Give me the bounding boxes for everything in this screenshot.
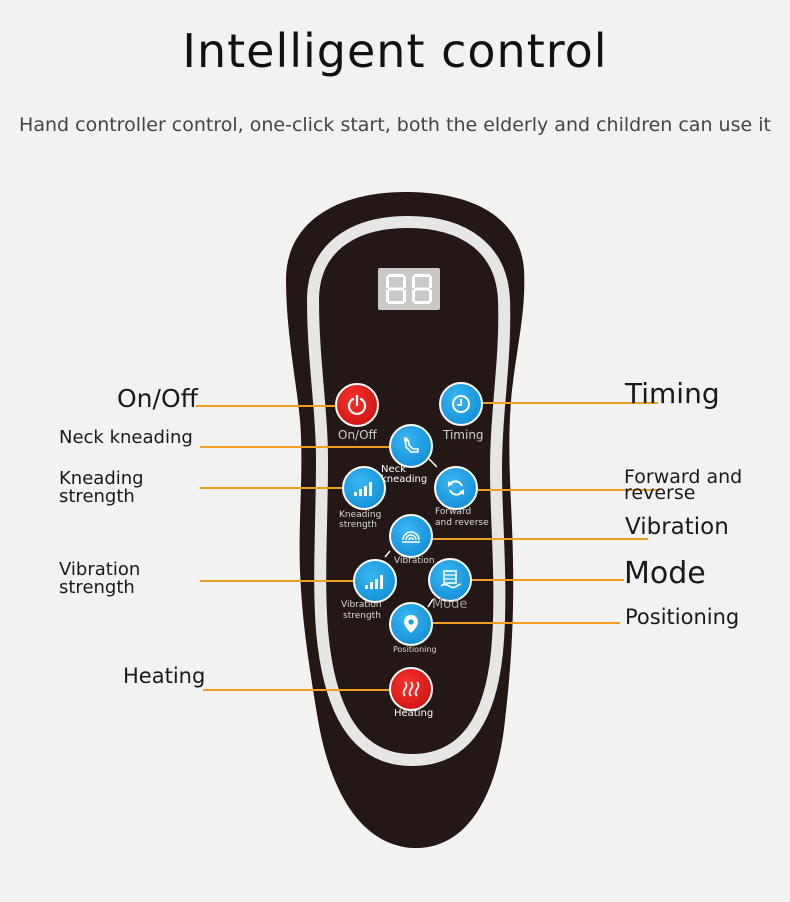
vibration-waves-icon — [402, 531, 420, 543]
callout-timing: Timing — [625, 377, 720, 410]
neck-kneading-button[interactable] — [389, 424, 433, 468]
seven-segment-digits-icon — [386, 274, 432, 304]
forward-reverse-label-2: and reverse — [435, 518, 489, 528]
on-off-button-label: On/Off — [338, 428, 377, 442]
timing-button-label: Timing — [443, 428, 484, 442]
callout-positioning: Positioning — [625, 605, 740, 629]
callout-neck-kneading: Neck kneading — [59, 427, 193, 448]
mode-button-label: Mode — [432, 597, 468, 612]
mode-icon — [440, 570, 461, 589]
page-subtitle: Hand controller control, one-click start… — [19, 114, 771, 136]
callout-heating: Heating — [123, 664, 206, 688]
vibration-strength-label-2: strength — [343, 611, 381, 621]
mode-button[interactable] — [428, 558, 472, 602]
clock-icon — [452, 395, 470, 413]
callout-forward-reverse-1: Forward and — [624, 466, 743, 488]
led-display — [378, 268, 440, 310]
heating-button-label: Heating — [394, 708, 434, 719]
heating-button[interactable] — [389, 667, 433, 711]
positioning-button-label: Positioning — [393, 645, 437, 654]
power-icon — [347, 394, 367, 416]
kneading-strength-label-1: Kneading — [339, 510, 382, 520]
signal-bars-icon — [365, 575, 383, 589]
page-title: Intelligent control — [182, 24, 608, 78]
massage-chair-icon — [404, 437, 419, 453]
refresh-icon — [448, 480, 464, 496]
signal-bars-icon — [354, 482, 372, 496]
positioning-button[interactable] — [389, 602, 433, 646]
heat-waves-icon — [402, 681, 420, 697]
callout-vibration-strength-1: Vibration — [59, 559, 141, 580]
kneading-strength-button[interactable] — [342, 466, 386, 510]
vibration-strength-label-1: Vibration — [341, 600, 382, 610]
callout-vibration-strength-2: strength — [59, 577, 135, 598]
timing-button[interactable] — [439, 382, 483, 426]
location-pin-icon — [404, 615, 418, 633]
callout-mode: Mode — [624, 556, 706, 591]
vibration-strength-button[interactable] — [353, 559, 397, 603]
callout-vibration: Vibration — [625, 514, 729, 540]
neck-kneading-label-2: kneading — [381, 474, 428, 485]
vibration-button-label: Vibration — [394, 556, 435, 566]
callout-on-off: On/Off — [117, 384, 198, 413]
kneading-strength-label-2: strength — [339, 520, 377, 530]
leader-lines — [196, 402, 660, 691]
callout-kneading-strength-1: Kneading — [59, 468, 144, 489]
forward-reverse-button[interactable] — [434, 466, 478, 510]
callout-forward-reverse-2: reverse — [624, 482, 696, 504]
on-off-button[interactable] — [335, 383, 379, 427]
neck-kneading-label-1: Neck — [381, 464, 406, 475]
vibration-button[interactable] — [389, 514, 433, 558]
callout-kneading-strength-2: strength — [59, 486, 135, 507]
forward-reverse-label-1: Forward — [435, 507, 472, 517]
